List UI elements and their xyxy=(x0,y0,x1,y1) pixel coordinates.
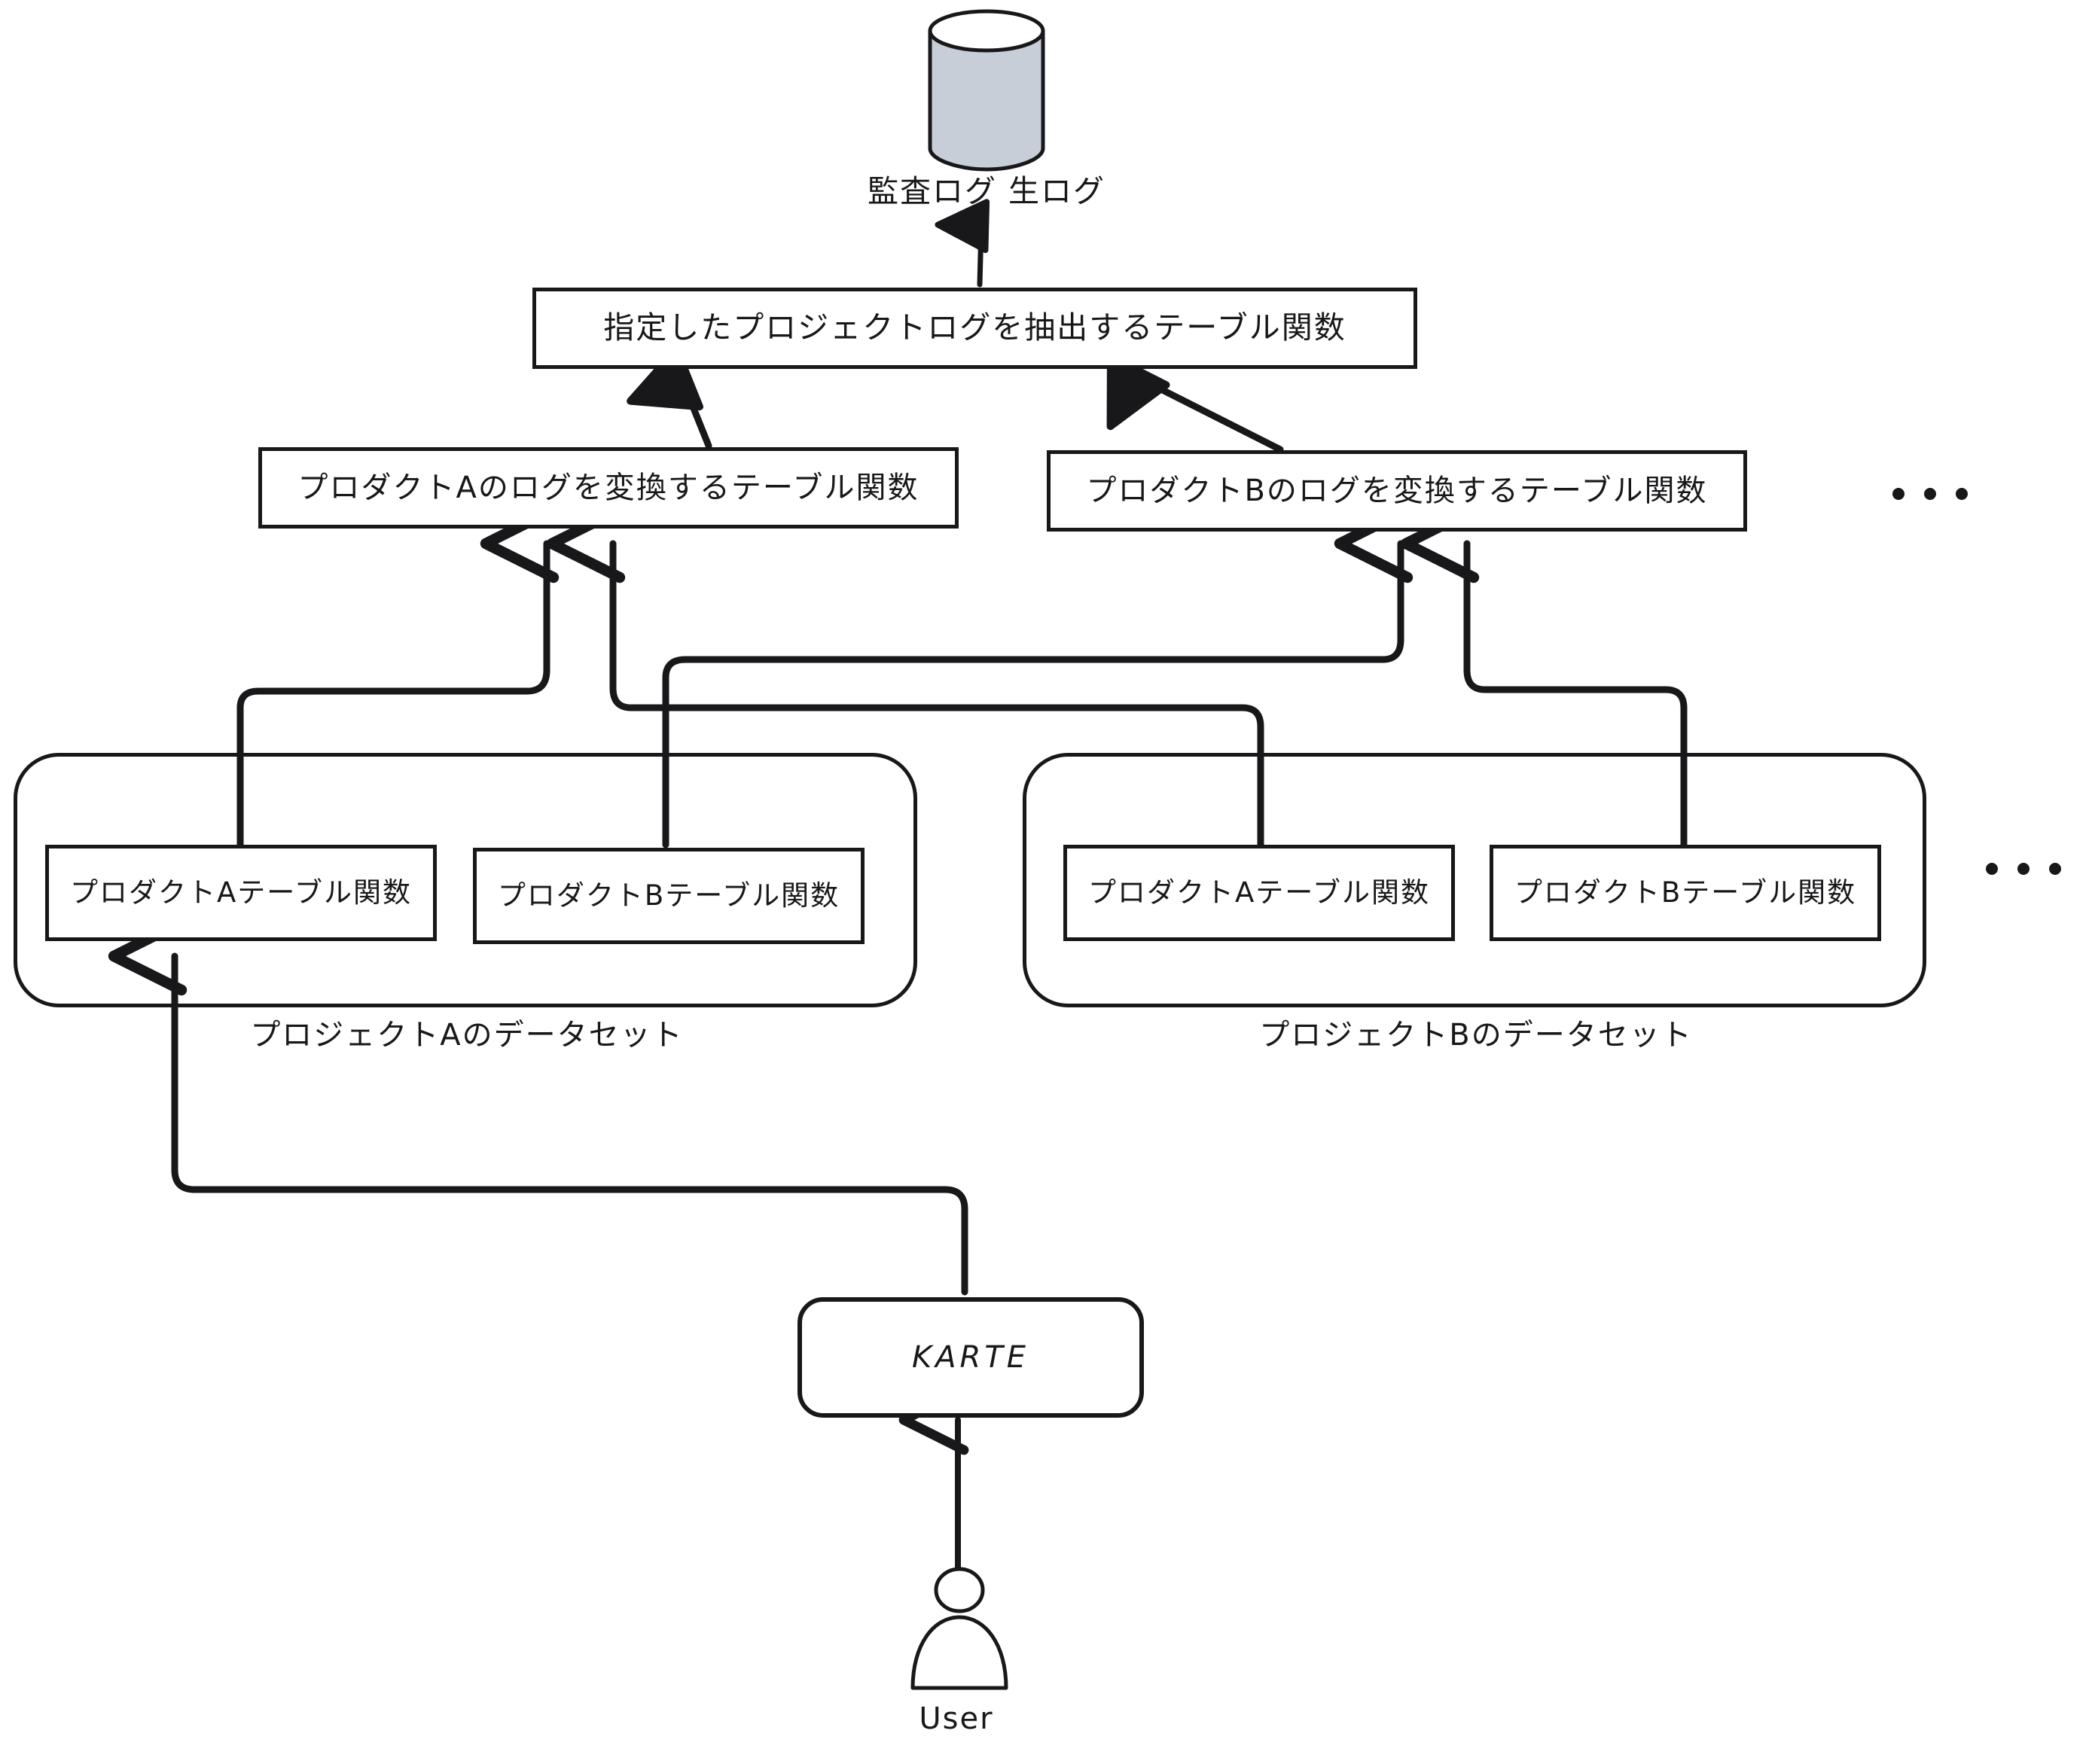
karte-label: KARTE xyxy=(911,1340,1030,1375)
dataset-group-a-caption: プロジェクトAのデータセット xyxy=(188,1009,746,1062)
dataset-group-a xyxy=(14,753,917,1007)
dataset-group-b-caption-text: プロジェクトBのデータセット xyxy=(1259,1018,1693,1053)
dataset-a-table-function-a-label: プロダクトAテーブル関数 xyxy=(69,876,413,909)
dataset-a-table-function-b[interactable]: プロダクトBテーブル関数 xyxy=(473,848,865,944)
dataset-group-b xyxy=(1023,753,1926,1007)
database-cylinder-icon xyxy=(928,9,1045,172)
extract-function-box[interactable]: 指定したプロジェクトログを抽出するテーブル関数 xyxy=(532,288,1417,369)
arrow-extract-to-datastore xyxy=(935,199,990,288)
dataset-b-table-function-b-label: プロダクトBテーブル関数 xyxy=(1514,876,1857,909)
dataset-group-b-caption: プロジェクトBのデータセット xyxy=(1197,1009,1755,1062)
transform-overflow-ellipsis xyxy=(1892,488,1968,500)
extract-function-label: 指定したプロジェクトログを抽出するテーブル関数 xyxy=(603,309,1346,346)
dataset-a-table-function-b-label: プロダクトBテーブル関数 xyxy=(497,879,840,912)
dataset-b-table-function-a[interactable]: プロダクトAテーブル関数 xyxy=(1063,845,1455,941)
karte-box[interactable]: KARTE xyxy=(797,1297,1144,1418)
datasets-overflow-ellipsis xyxy=(1986,863,2061,875)
transform-function-box-a[interactable]: プロダクトAのログを変換するテーブル関数 xyxy=(258,447,959,529)
arrow-transformA-to-extract xyxy=(627,345,712,449)
dataset-group-a-caption-text: プロジェクトAのデータセット xyxy=(250,1018,684,1053)
transform-function-label-a: プロダクトAのログを変換するテーブル関数 xyxy=(297,471,919,505)
datastore-label-text: 監査ログ 生ログ xyxy=(867,173,1106,210)
transform-function-box-b[interactable]: プロダクトBのログを変換するテーブル関数 xyxy=(1047,450,1747,532)
datastore-label: 監査ログ 生ログ xyxy=(798,166,1175,218)
transform-function-label-b: プロダクトBのログを変換するテーブル関数 xyxy=(1086,474,1708,508)
dataset-a-table-function-a[interactable]: プロダクトAテーブル関数 xyxy=(45,845,437,941)
arrow-transformB-to-extract xyxy=(1106,353,1284,453)
user-label-text: User xyxy=(919,1702,994,1736)
dataset-b-table-function-b[interactable]: プロダクトBテーブル関数 xyxy=(1490,845,1881,941)
dataset-b-table-function-a-label: プロダクトAテーブル関数 xyxy=(1087,876,1431,909)
person-icon xyxy=(910,1567,1008,1690)
user-label: User xyxy=(858,1694,1054,1744)
